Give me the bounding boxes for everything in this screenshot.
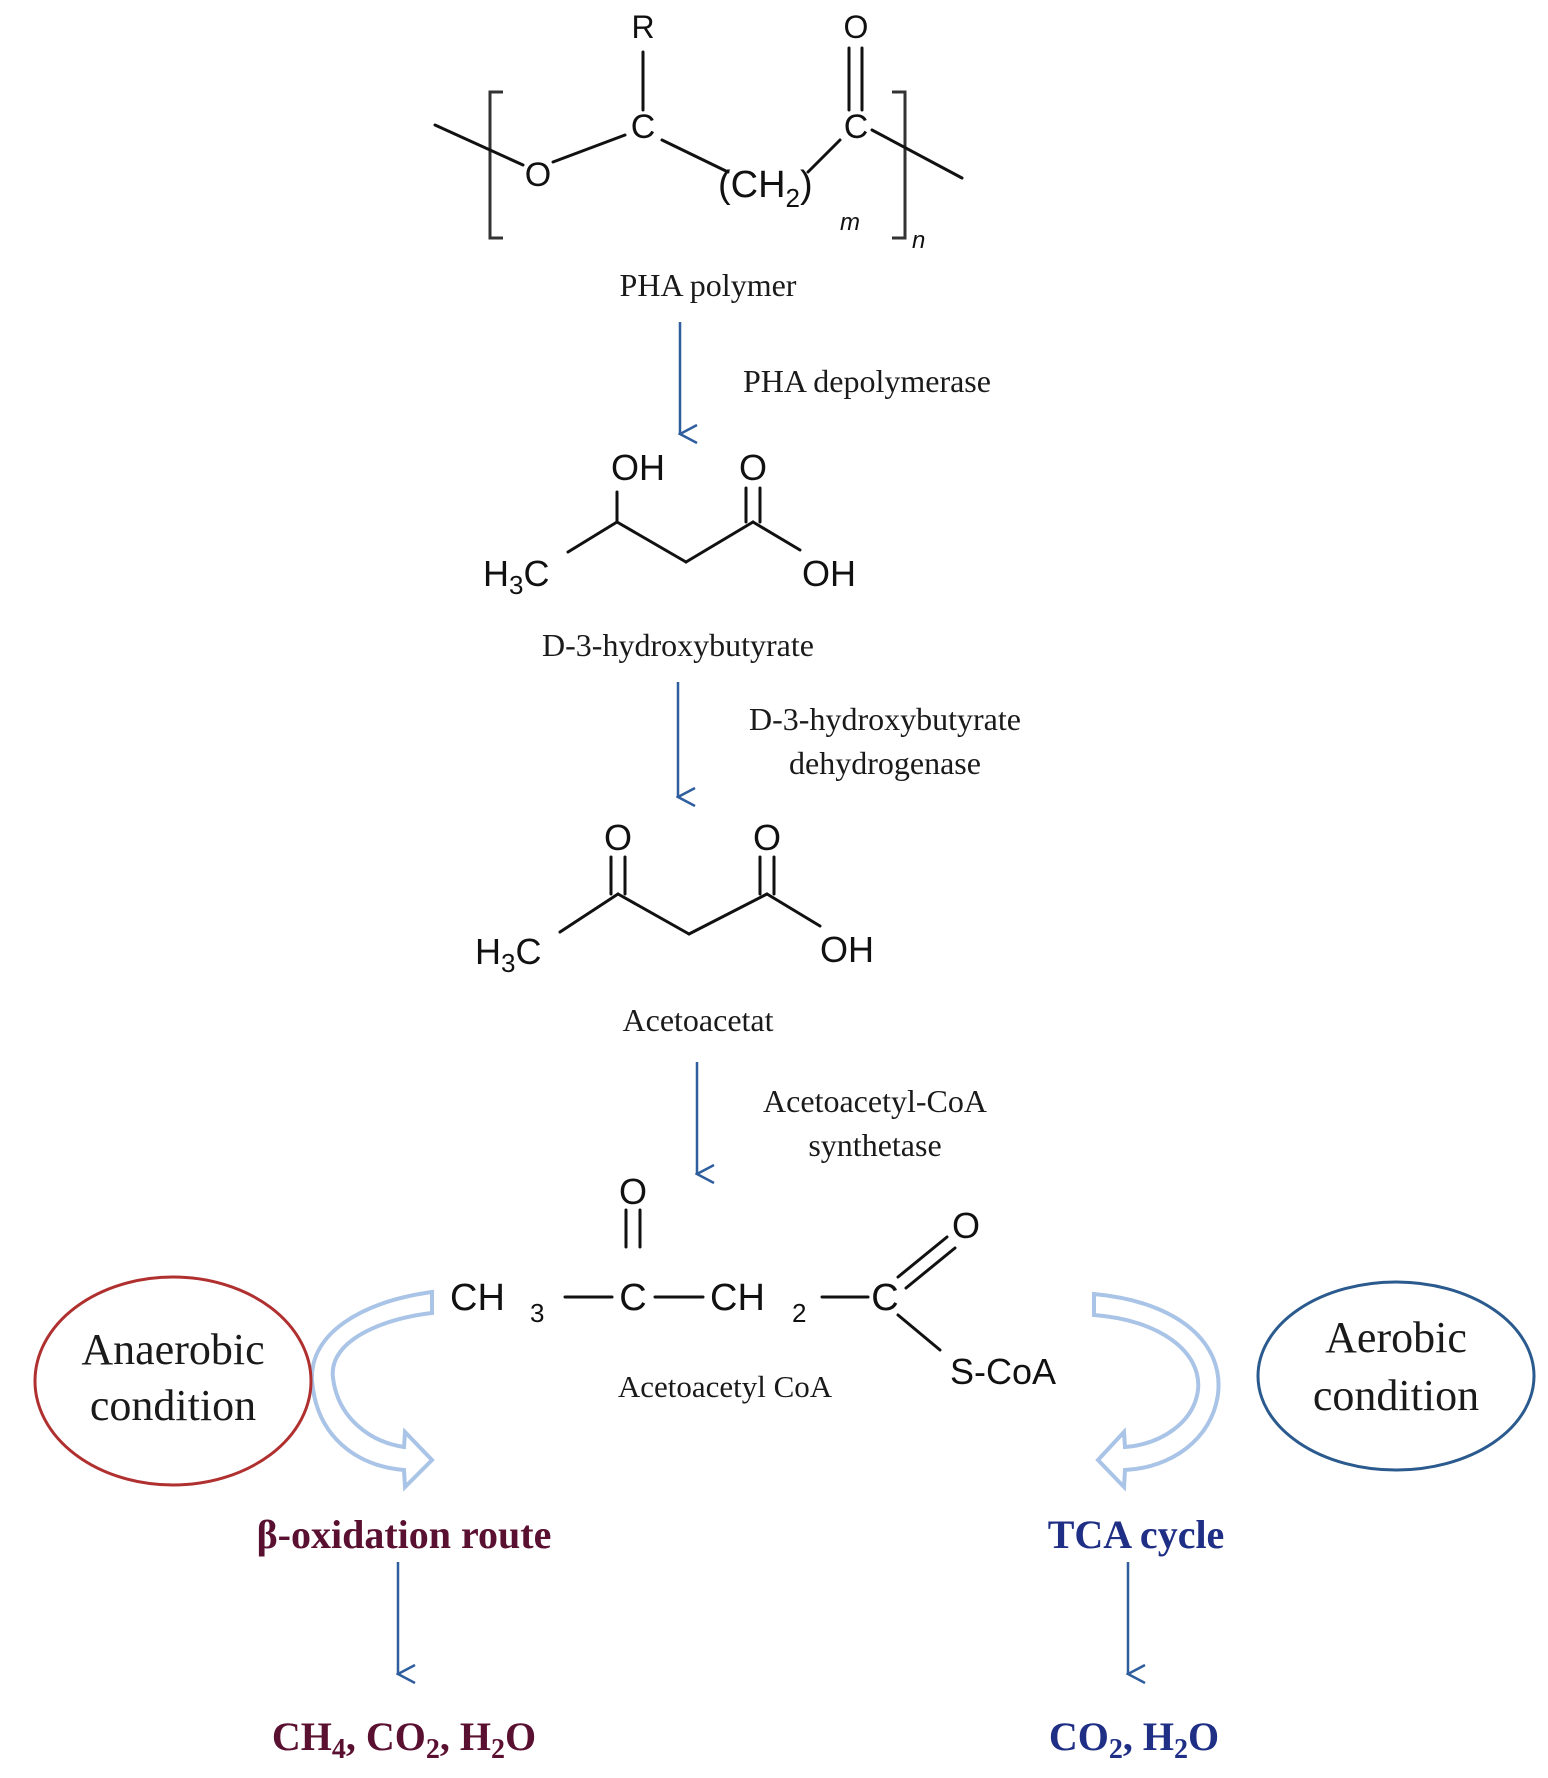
acoa-o-left: O (619, 1171, 647, 1212)
anaerobic-circle (33, 1275, 313, 1487)
aerobic-label-line1: Aerobic (1325, 1313, 1467, 1362)
polymer-atom-o-carbonyl: O (844, 9, 869, 45)
bond (896, 1235, 949, 1279)
product-co: CO (1049, 1714, 1109, 1759)
product-co-sub: 2 (426, 1734, 440, 1765)
hydroxybutyrate-label: D-3-hydroxybutyrate (542, 627, 814, 663)
polymer-ch2-group: (CH2) (718, 164, 813, 213)
bond (433, 123, 525, 167)
enzyme-hb-dehydrogenase-line1: D-3-hydroxybutyrate (749, 701, 1021, 737)
enzyme-pha-depolymerase: PHA depolymerase (743, 363, 991, 399)
tca-cycle: TCA cycle (1048, 1512, 1225, 1557)
pha-polymer-structure: R O C C O (CH2) m n (433, 9, 964, 254)
curved-arrow-left (309, 1289, 435, 1492)
enzyme-acetoacetyl-coa-synthetase-line2: synthetase (808, 1127, 941, 1163)
hb-h3c-h: H (483, 553, 509, 594)
product-h: , H (1123, 1714, 1174, 1759)
hb-h3c: H3C (483, 553, 549, 600)
acoa-c2: C (871, 1277, 898, 1319)
pha-polymer-label: PHA polymer (620, 267, 797, 303)
aa-h3c-3: 3 (501, 948, 515, 978)
curved-arrow-right-shape (1092, 1291, 1221, 1492)
aa-h3c: H3C (475, 931, 541, 978)
aerobic-products: CO2, H2O (1049, 1714, 1219, 1765)
product-h-sub: 2 (1174, 1734, 1188, 1765)
hb-oh-top: OH (611, 447, 665, 488)
aa-oh: OH (820, 929, 874, 970)
anaerobic-label-line1: Anaerobic (81, 1325, 264, 1374)
bond (558, 892, 620, 934)
acoa-ch3-main: CH (450, 1277, 505, 1319)
aa-o-right: O (753, 817, 781, 858)
curved-arrow-left-shape (309, 1289, 435, 1492)
acetoacetate-structure: O O H3C OH (475, 817, 874, 978)
enzyme-acetoacetyl-coa-synthetase-line1: Acetoacetyl-CoA (763, 1083, 987, 1119)
polymer-right-bracket (892, 90, 907, 240)
product-co: , CO (346, 1714, 426, 1759)
acoa-ch2-sub: 2 (792, 1298, 806, 1328)
product-ch-sub: 4 (332, 1734, 346, 1765)
bond (615, 520, 688, 564)
product-h: , H (440, 1714, 491, 1759)
polymer-atom-o: O (525, 156, 551, 194)
product-co-sub: 2 (1109, 1734, 1123, 1765)
bond (551, 133, 627, 164)
acoa-ch3: CH 3 (450, 1277, 544, 1328)
bond (751, 520, 802, 552)
bond (904, 1246, 957, 1290)
acetoacetyl-coa-structure: O O CH 3 C CH 2 C S-CoA (450, 1171, 1056, 1392)
acoa-ch2-main: CH (710, 1277, 765, 1319)
product-h-sub: 2 (491, 1734, 505, 1765)
anaerobic-products: CH4, CO2, H2O (272, 1714, 536, 1765)
polymer-atom-c1: C (631, 108, 656, 146)
acetoacetyl-coa-label: Acetoacetyl CoA (618, 1369, 833, 1404)
aa-o-left: O (604, 817, 632, 858)
bond (896, 1313, 942, 1352)
aa-h3c-h: H (475, 931, 501, 972)
bond (684, 520, 755, 564)
polymer-ch2-main: CH (731, 164, 786, 206)
bond (806, 138, 842, 174)
curved-arrow-right (1092, 1291, 1221, 1492)
aa-h3c-c: C (515, 931, 541, 972)
polymer-ch2-sub: 2 (786, 183, 800, 213)
product-o: O (1188, 1714, 1219, 1759)
acoa-ch3-sub: 3 (530, 1298, 544, 1328)
beta-oxidation-route: β-oxidation route (257, 1512, 552, 1557)
polymer-left-bracket (488, 90, 503, 240)
enzyme-hb-dehydrogenase-line2: dehydrogenase (789, 745, 981, 781)
hb-h3c-c: C (523, 553, 549, 594)
hb-oh-right: OH (802, 553, 856, 594)
product-o: O (505, 1714, 536, 1759)
product-ch: CH (272, 1714, 332, 1759)
bond (660, 138, 730, 174)
aerobic-circle (1256, 1280, 1536, 1472)
polymer-subscript-n: n (912, 227, 925, 254)
anaerobic-label-line2: condition (90, 1381, 256, 1430)
hb-h3c-3: 3 (509, 570, 523, 600)
aerobic-label-line2: condition (1313, 1371, 1479, 1420)
acetoacetate-label: Acetoacetat (623, 1002, 774, 1038)
bond (616, 892, 691, 936)
hydroxybutyrate-structure: OH O H3C OH (483, 447, 856, 600)
polymer-atom-c2: C (844, 108, 869, 146)
bond (765, 892, 822, 928)
acoa-s-coa: S-CoA (950, 1351, 1056, 1392)
bond (566, 520, 619, 554)
polymer-subscript-m: m (840, 209, 860, 236)
hb-o-top: O (739, 447, 767, 488)
bond (687, 892, 769, 936)
polymer-atom-r: R (631, 9, 654, 45)
acoa-c1: C (619, 1277, 646, 1319)
acoa-ch2: CH 2 (710, 1277, 806, 1328)
polymer-ch2-close: ) (800, 164, 813, 206)
bond (870, 128, 964, 180)
acoa-o-right: O (952, 1205, 980, 1246)
